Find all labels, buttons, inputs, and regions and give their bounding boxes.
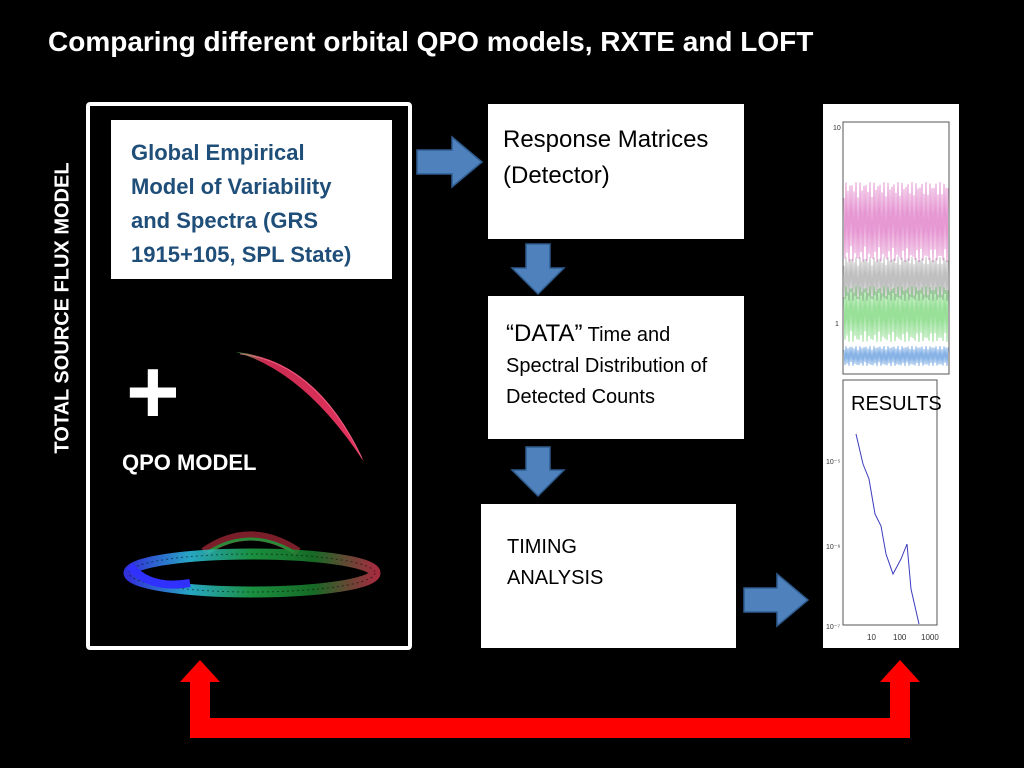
results-plots-image: 10 1 10⁻⁵ 10⁻⁶ 10⁻⁷ 10 100 1000 <box>823 104 959 648</box>
results-plots-graphic: 10 1 10⁻⁵ 10⁻⁶ 10⁻⁷ 10 100 1000 <box>826 121 950 642</box>
lower-tick-label: 10⁻⁷ <box>826 624 840 631</box>
arrow-to-response-icon <box>416 135 484 189</box>
feedback-loop-arrow-icon <box>180 660 920 738</box>
lower-x-tick-label: 1000 <box>921 633 939 642</box>
upper-tick-label: 10 <box>833 125 841 132</box>
lower-tick-label: 10⁻⁶ <box>826 544 840 551</box>
empirical-model-text: Global Empirical Model of Variability an… <box>131 140 352 267</box>
light-curve-trace <box>843 256 949 302</box>
light-curve-trace <box>843 181 949 263</box>
data-box: “DATA” Time and Spectral Distribution of… <box>488 296 744 439</box>
lower-x-tick-label: 100 <box>893 633 907 642</box>
qpo-hotspot-arc-graphic <box>236 352 364 462</box>
light-curve-trace <box>843 285 949 343</box>
qpo-torus-graphic <box>123 531 381 598</box>
data-text: “DATA” Time and Spectral Distribution of… <box>506 318 736 413</box>
light-curve-trace <box>843 345 949 367</box>
qpo-model-label: QPO MODEL <box>122 450 257 475</box>
lower-x-tick-label: 10 <box>867 633 876 642</box>
data-description: Time and Spectral Distribution of Detect… <box>506 324 708 408</box>
slide-title: Comparing different orbital QPO models, … <box>48 26 814 57</box>
arrow-to-timing-icon <box>510 446 566 498</box>
upper-tick-label: 1 <box>835 321 839 328</box>
empirical-model-box: Global Empirical Model of Variability an… <box>111 120 392 279</box>
response-matrices-box: Response Matrices (Detector) <box>488 104 744 239</box>
response-matrices-text: Response Matrices (Detector) <box>503 126 709 189</box>
plus-sign: + <box>126 341 180 443</box>
timing-analysis-box: TIMING ANALYSIS <box>481 504 736 648</box>
data-quote-label: “DATA” <box>506 320 583 347</box>
total-source-flux-model-frame <box>86 102 412 650</box>
arrow-to-results-icon <box>743 572 810 628</box>
power-spectrum-curve <box>855 433 920 625</box>
lower-tick-label: 10⁻⁵ <box>826 459 840 466</box>
results-label: RESULTS <box>851 393 942 415</box>
arrow-to-data-icon <box>510 243 566 296</box>
timing-analysis-text: TIMING ANALYSIS <box>507 536 604 589</box>
